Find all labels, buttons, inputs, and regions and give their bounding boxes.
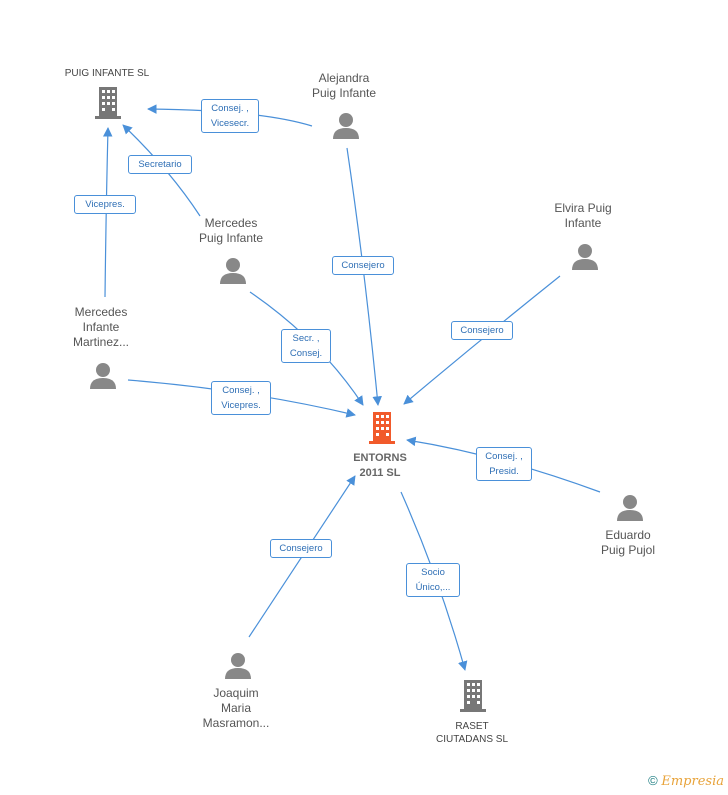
edge-label-joaquim-entorns[interactable]: Consejero bbox=[270, 539, 332, 558]
brand-logo[interactable]: Empresia bbox=[661, 774, 724, 789]
person-icon bbox=[333, 113, 359, 139]
edge-label-eduardo-entorns[interactable]: Consej. , Presid. bbox=[476, 447, 532, 481]
person-icon bbox=[225, 653, 251, 679]
edge-label-mercedesim-entorns[interactable]: Consej. , Vicepres. bbox=[211, 381, 271, 415]
node-joaquim-maria-masramon[interactable]: Joaquim Maria Masramon... bbox=[202, 686, 270, 730]
edge-label-mercedes-entorns[interactable]: Secr. , Consej. bbox=[281, 329, 331, 363]
node-elvira-puig-infante[interactable]: Elvira Puig Infante bbox=[554, 201, 612, 230]
edge-elvira-entorns bbox=[403, 275, 561, 405]
edge-label-alejandra-puig[interactable]: Consej. , Vicesecr. bbox=[201, 99, 259, 133]
person-icon bbox=[572, 244, 598, 270]
edge-alejandra-entorns bbox=[346, 147, 382, 406]
node-mercedes-infante-martinez[interactable]: Mercedes Infante Martinez... bbox=[72, 305, 129, 349]
building-icon bbox=[460, 680, 486, 712]
edge-label-entorns-raset[interactable]: Socio Único,... bbox=[406, 563, 460, 597]
person-icon bbox=[90, 363, 116, 389]
node-entorns-2011-sl[interactable]: ENTORNS 2011 SL bbox=[353, 452, 407, 479]
building-icon bbox=[95, 87, 121, 119]
edge-label-elvira-entorns[interactable]: Consejero bbox=[451, 321, 513, 340]
node-eduardo-puig-pujol[interactable]: Eduardo Puig Pujol bbox=[600, 528, 656, 557]
node-mercedes-puig-infante[interactable]: Mercedes Puig Infante bbox=[198, 216, 264, 245]
person-icon bbox=[220, 258, 246, 284]
person-icon bbox=[617, 495, 643, 521]
node-puig-infante-sl[interactable]: PUIG INFANTE SL bbox=[64, 68, 150, 79]
copyright-symbol: © bbox=[648, 773, 658, 788]
edge-label-alejandra-entorns[interactable]: Consejero bbox=[332, 256, 394, 275]
node-alejandra-puig-infante[interactable]: Alejandra Puig Infante bbox=[311, 71, 377, 100]
node-raset-ciutadans-sl[interactable]: RASET CIUTADANS SL bbox=[435, 721, 509, 745]
edge-joaquim-entorns bbox=[248, 475, 356, 638]
building-icon bbox=[369, 412, 395, 444]
edge-label-mercedes-puig[interactable]: Secretario bbox=[128, 155, 192, 174]
copyright-footer: © Empresia bbox=[648, 773, 724, 789]
edge-label-mercedesim-puig[interactable]: Vicepres. bbox=[74, 195, 136, 214]
